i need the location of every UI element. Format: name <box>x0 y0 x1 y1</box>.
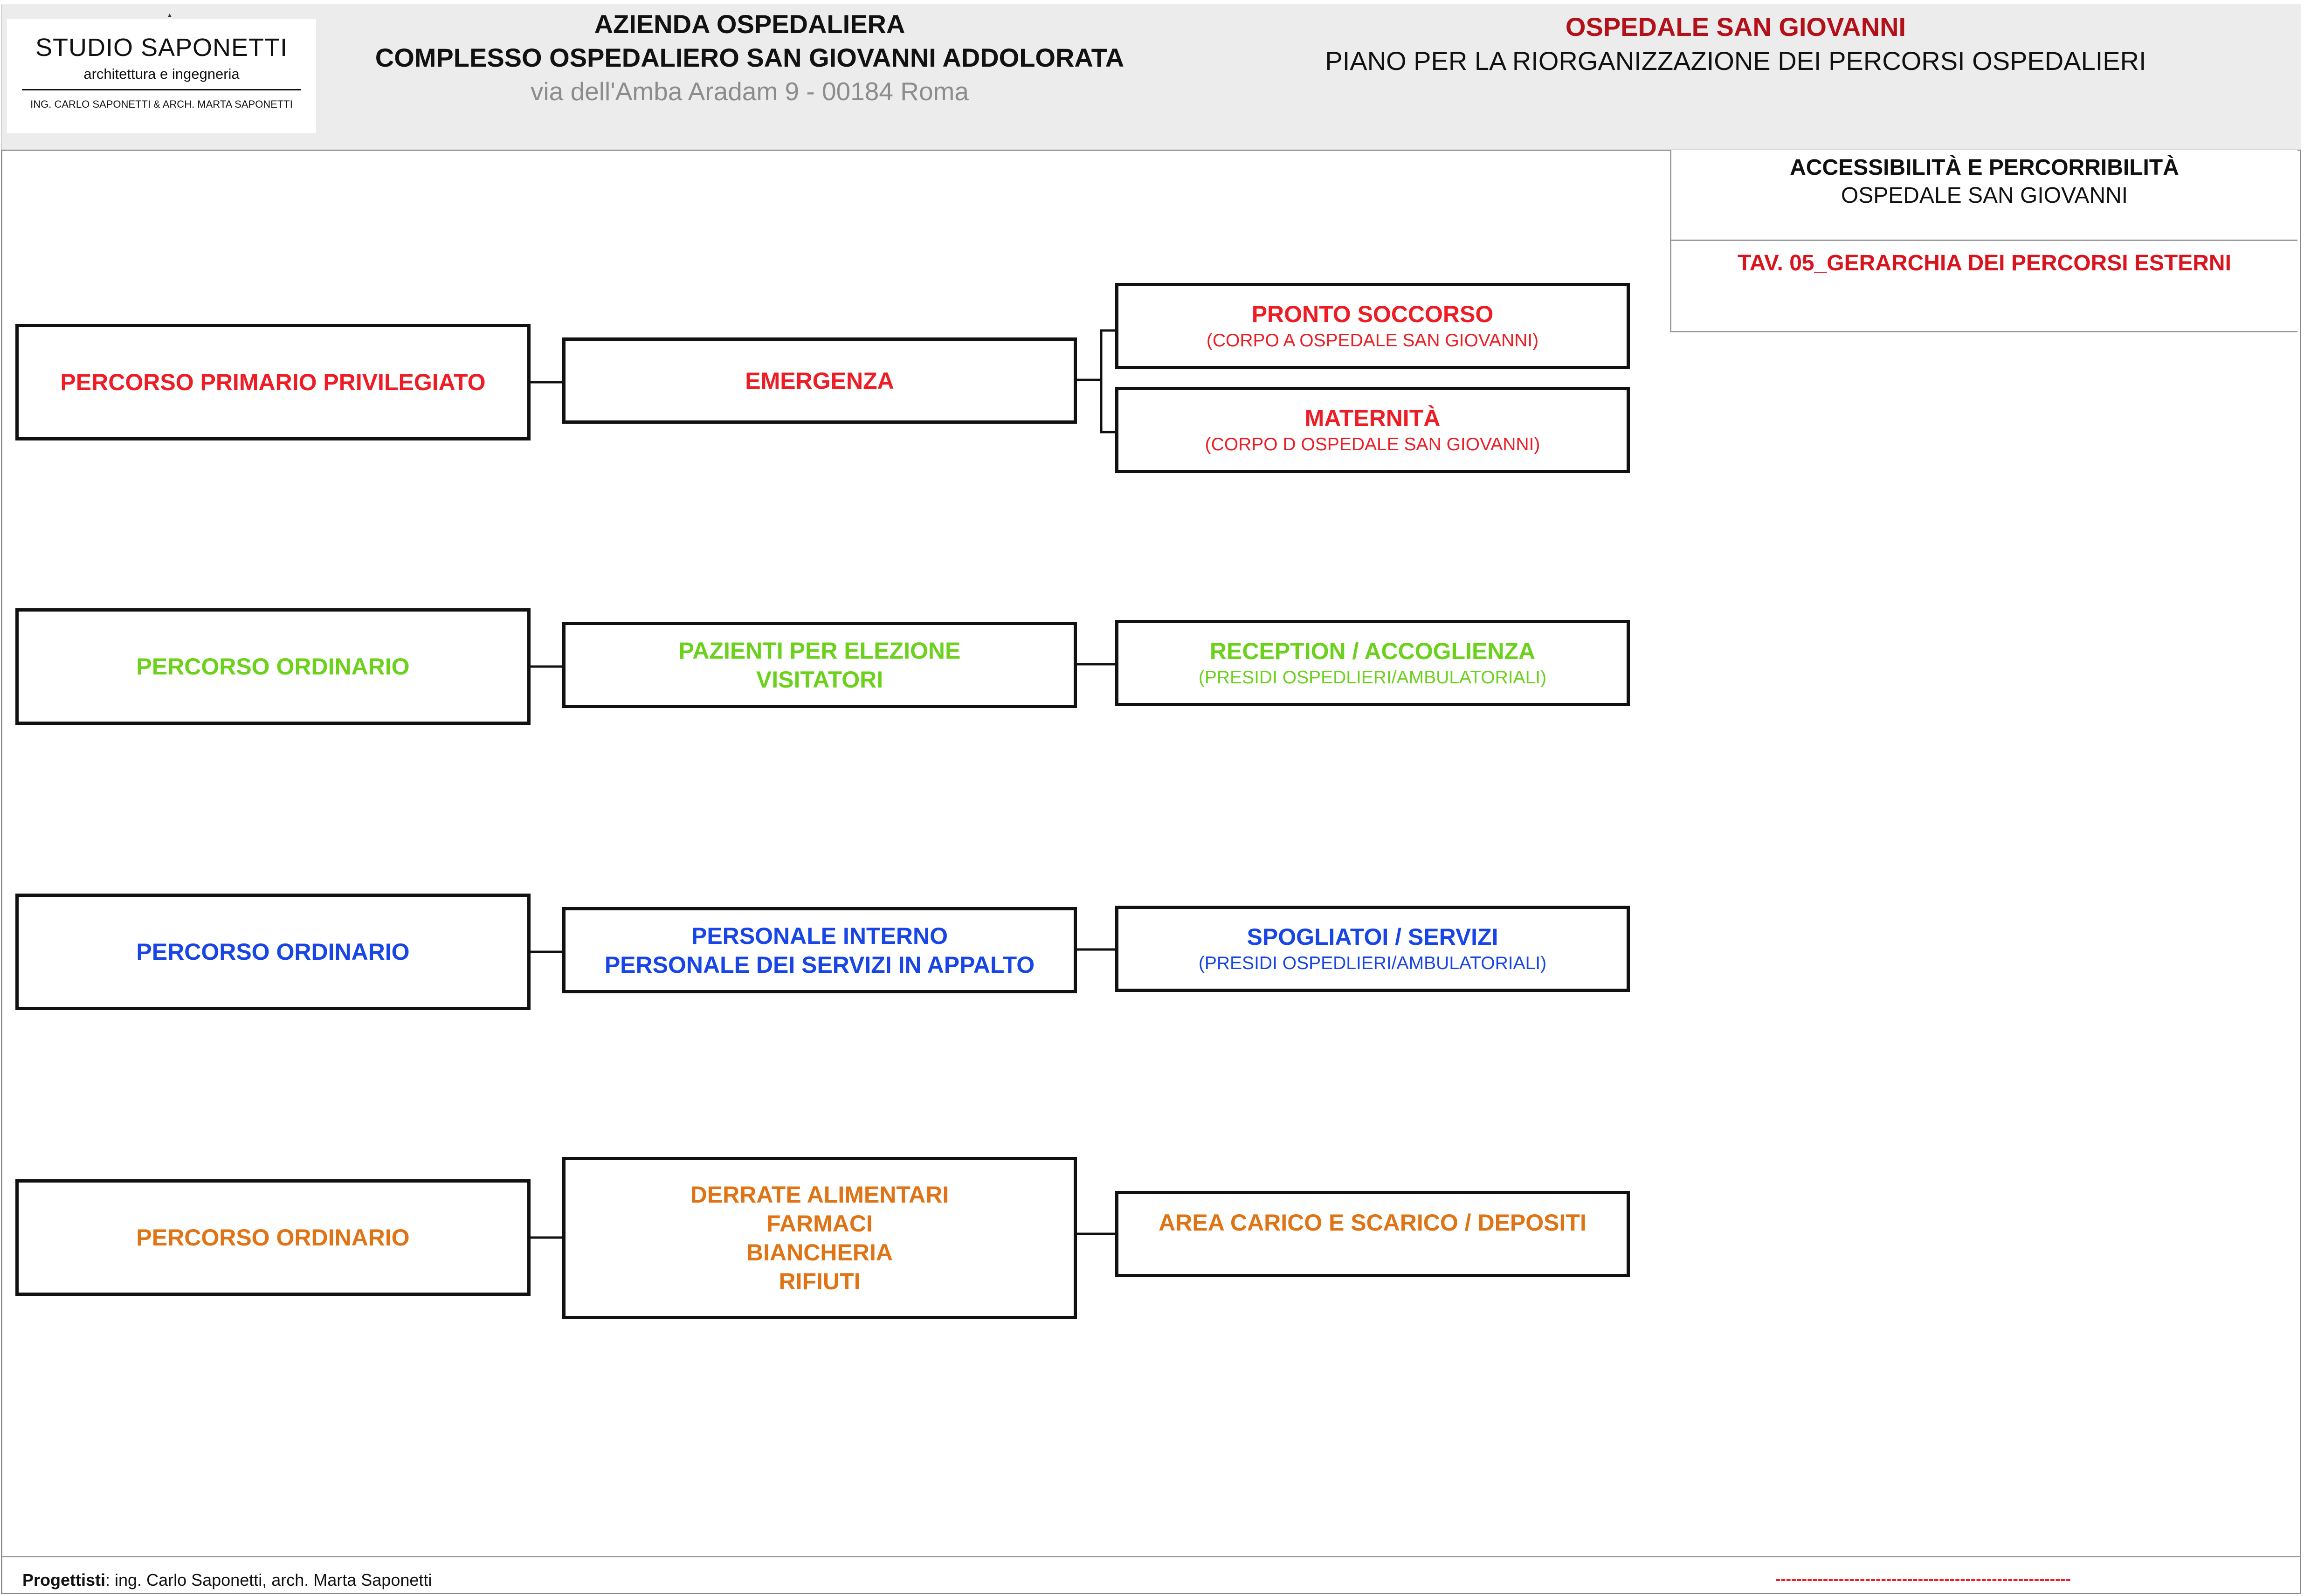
destination-box-spogliatoi: SPOGLIATOI / SERVIZI (PRESIDI OSPEDLIERI… <box>1115 906 1630 992</box>
hospital-name: OSPEDALE SAN GIOVANNI <box>1565 12 1906 41</box>
category-line: PERSONALE INTERNO <box>691 922 948 949</box>
logo-rule <box>22 89 301 90</box>
plan-title: PIANO PER LA RIORGANIZZAZIONE DEI PERCOR… <box>1325 46 2146 76</box>
category-box-goods: DERRATE ALIMENTARI FARMACI BIANCHERIA RI… <box>562 1157 1077 1319</box>
connector-bracket-1 <box>1100 329 1115 433</box>
logo-name: STUDIO SAPONETTI <box>35 34 288 62</box>
sheet-title-panel: ACCESSIBILITÀ E PERCORRIBILITÀ OSPEDALE … <box>1670 150 2297 241</box>
category-line: EMERGENZA <box>745 367 894 394</box>
sheet-number-panel: TAV. 05_GERARCHIA DEI PERCORSI ESTERNI <box>1670 241 2297 332</box>
destination-title: SPOGLIATOI / SERVIZI <box>1247 923 1498 950</box>
category-line: DERRATE ALIMENTARI <box>690 1182 949 1208</box>
category-line: PAZIENTI PER ELEZIONE <box>678 637 961 664</box>
panel-title: ACCESSIBILITÀ E PERCORRIBILITÀ <box>1790 155 2179 180</box>
category-line: FARMACI <box>766 1211 873 1237</box>
category-box-patients-visitors: PAZIENTI PER ELEZIONE VISITATORI <box>562 622 1077 708</box>
footer-dashes: ----------------------------------------… <box>1775 1570 2071 1588</box>
route-box-ordinary-goods: PERCORSO ORDINARIO <box>15 1179 531 1296</box>
org-line2: COMPLESSO OSPEDALIERO SAN GIOVANNI ADDOL… <box>375 43 1124 72</box>
route-box-ordinary-patients: PERCORSO ORDINARIO <box>15 608 531 725</box>
route-label: PERCORSO ORDINARIO <box>136 654 410 680</box>
destination-box-pronto-soccorso: PRONTO SOCCORSO (CORPO A OSPEDALE SAN GI… <box>1115 283 1630 369</box>
destination-sub: (CORPO D OSPEDALE SAN GIOVANNI) <box>1205 434 1540 454</box>
destination-sub: (CORPO A OSPEDALE SAN GIOVANNI) <box>1206 330 1539 351</box>
route-label: PERCORSO PRIMARIO PRIVILEGIATO <box>60 369 486 395</box>
destination-sub: (PRESIDI OSPEDLIERI/AMBULATORIALI) <box>1198 953 1547 973</box>
studio-logo: STUDIO SAPONETTI architettura e ingegner… <box>7 19 316 133</box>
category-line: PERSONALE DEI SERVIZI IN APPALTO <box>604 951 1035 978</box>
destination-title: AREA CARICO E SCARICO / DEPOSITI <box>1159 1210 1587 1236</box>
caret-icon: ▲ <box>166 11 173 19</box>
panel-subtitle: OSPEDALE SAN GIOVANNI <box>1841 183 2128 208</box>
category-line: BIANCHERIA <box>746 1239 893 1266</box>
designers-credit: Progettisti: ing. Carlo Saponetti, arch.… <box>22 1570 432 1590</box>
route-box-primary: PERCORSO PRIMARIO PRIVILEGIATO <box>15 324 531 440</box>
destination-sub: (PRESIDI OSPEDLIERI/AMBULATORIALI) <box>1198 667 1547 688</box>
category-box-staff: PERSONALE INTERNO PERSONALE DEI SERVIZI … <box>562 907 1077 993</box>
logo-authors: ING. CARLO SAPONETTI & ARCH. MARTA SAPON… <box>30 98 293 110</box>
sheet-code: TAV. 05_GERARCHIA DEI PERCORSI ESTERNI <box>1738 251 2231 275</box>
logo-tagline: architettura e ingegneria <box>83 66 240 82</box>
destination-box-reception: RECEPTION / ACCOGLIENZA (PRESIDI OSPEDLI… <box>1115 620 1630 706</box>
destination-box-maternita: MATERNITÀ (CORPO D OSPEDALE SAN GIOVANNI… <box>1115 387 1630 473</box>
designers-names: : ing. Carlo Saponetti, arch. Marta Sapo… <box>105 1570 432 1589</box>
category-line: RIFIUTI <box>779 1268 861 1294</box>
footer: Progettisti: ing. Carlo Saponetti, arch.… <box>1 1556 2301 1595</box>
org-line1: AZIENDA OSPEDALIERA <box>594 9 905 39</box>
destination-box-loading-area: AREA CARICO E SCARICO / DEPOSITI <box>1115 1191 1630 1277</box>
address: via dell'Amba Aradam 9 - 00184 Roma <box>531 77 969 106</box>
destination-title: PRONTO SOCCORSO <box>1251 301 1494 327</box>
destination-title: RECEPTION / ACCOGLIENZA <box>1209 638 1536 664</box>
category-line: VISITATORI <box>756 666 883 693</box>
designers-label: Progettisti <box>22 1570 106 1589</box>
destination-title: MATERNITÀ <box>1304 405 1441 431</box>
route-label: PERCORSO ORDINARIO <box>136 939 410 965</box>
category-box-emergency: EMERGENZA <box>562 337 1077 424</box>
title-block-header: STUDIO SAPONETTI architettura e ingegner… <box>1 5 2301 151</box>
route-box-ordinary-staff: PERCORSO ORDINARIO <box>15 894 531 1010</box>
route-label: PERCORSO ORDINARIO <box>136 1225 410 1251</box>
